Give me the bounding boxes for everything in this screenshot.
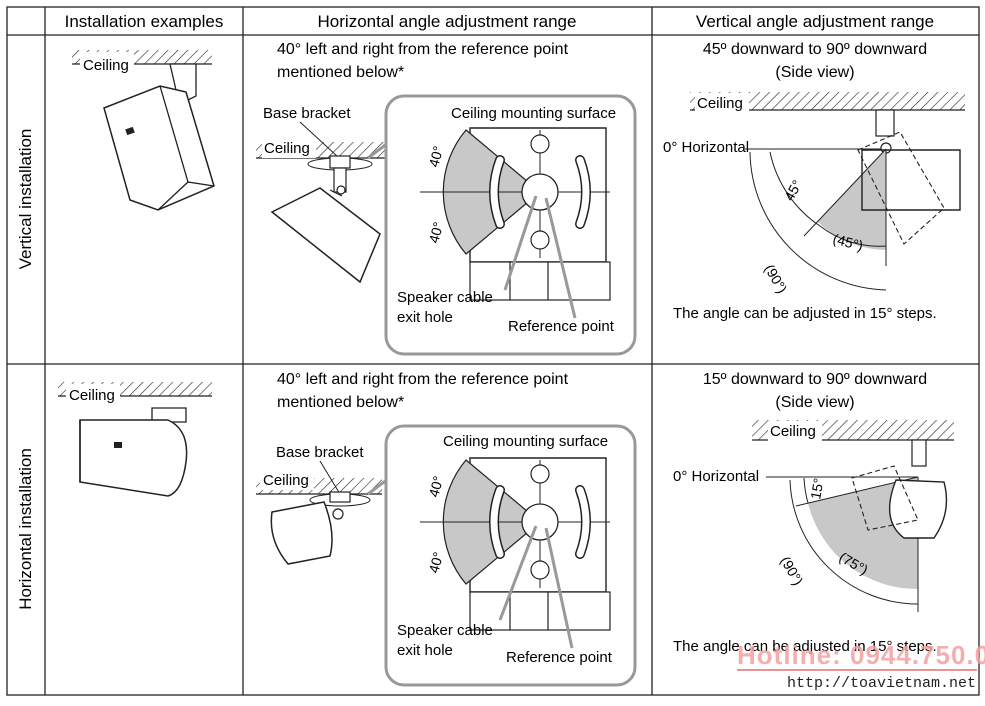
cable-exit-label-line1: Speaker cable: [397, 289, 493, 306]
example-horizontal-illustration: Ceiling: [58, 382, 212, 497]
angle-bottom-label-2: 40°: [425, 550, 446, 575]
angle-bottom-label: 40°: [425, 220, 446, 245]
hotline-watermark: Hotline: 0944.750.037: [737, 640, 985, 670]
vertical-range-diagram-2: Ceiling 0° Horizontal 15° (75°) (90°) Th…: [673, 420, 954, 655]
header-horizontal-range: Horizontal angle adjustment range: [318, 12, 577, 31]
angle-top-label-2: 40°: [425, 474, 446, 499]
vertical-ceiling-label: Ceiling: [697, 95, 743, 112]
vertical-range-diagram-1: Ceiling 0° Horizontal 45° (45°) (90°) Th…: [663, 92, 965, 322]
vertical-angle-b: (45°): [831, 230, 865, 253]
angle-top-label: 40°: [425, 144, 446, 169]
base-bracket-label: Base bracket: [263, 105, 351, 122]
example-vertical-illustration: Ceiling: [72, 50, 215, 211]
caption-vertical-line1: 40° left and right from the reference po…: [277, 41, 569, 58]
cable-exit-label-line2: exit hole: [397, 309, 453, 326]
base-bracket-label-2: Base bracket: [276, 444, 364, 461]
cable-exit-label-line2-2: exit hole: [397, 642, 453, 659]
vertical-range-line2: (Side view): [775, 64, 854, 81]
header-installation-examples: Installation examples: [65, 12, 224, 31]
vertical2-angle-c: (90°): [777, 554, 806, 588]
reference-point-label-2: Reference point: [506, 649, 613, 666]
website-url: http://toavietnam.net: [787, 675, 976, 692]
row-label-horizontal-installation: Horizontal installation: [16, 448, 35, 610]
horizontal-zero-label-2: 0° Horizontal: [673, 468, 759, 485]
vertical-ceiling-label-2: Ceiling: [770, 423, 816, 440]
header-vertical-range: Vertical angle adjustment range: [696, 12, 934, 31]
caption-horizontal-line1: 40° left and right from the reference po…: [277, 371, 569, 388]
vertical-angle-a: 45°: [781, 177, 805, 203]
table-grid: [6, 6, 980, 696]
vertical2-angle-a: 15°: [807, 477, 826, 501]
vertical2-steps-note: The angle can be adjusted in 15° steps.: [673, 638, 937, 655]
mounting-surface-label: Ceiling mounting surface: [451, 105, 616, 122]
row-label-vertical-installation: Vertical installation: [16, 129, 35, 270]
horizontal-range-horizontal-diagram: Base bracket Ceiling Ceiling mounting su…: [256, 424, 637, 687]
ceiling-label-2: Ceiling: [263, 472, 309, 489]
horizontal-zero-label: 0° Horizontal: [663, 139, 749, 156]
example-vertical-ceiling-label: Ceiling: [83, 57, 129, 74]
caption-horizontal-line2: mentioned below*: [277, 394, 404, 411]
vertical-range-line2-2: (Side view): [775, 394, 854, 411]
horizontal-range-vertical-diagram: Base bracket Ceiling Ceiling mounting su…: [256, 94, 637, 356]
vertical-range-line1: 45º downward to 90º downward: [703, 41, 927, 58]
cable-exit-label-line1-2: Speaker cable: [397, 622, 493, 639]
example-horizontal-ceiling-label: Ceiling: [69, 387, 115, 404]
vertical-range-line1-2: 15º downward to 90º downward: [703, 371, 927, 388]
reference-point-label: Reference point: [508, 318, 615, 335]
caption-vertical-line2: mentioned below*: [277, 64, 404, 81]
vertical-steps-note: The angle can be adjusted in 15° steps.: [673, 305, 937, 322]
mounting-surface-label-2: Ceiling mounting surface: [443, 433, 608, 450]
vertical-angle-c: (90°): [761, 262, 790, 296]
ceiling-label: Ceiling: [264, 140, 310, 157]
